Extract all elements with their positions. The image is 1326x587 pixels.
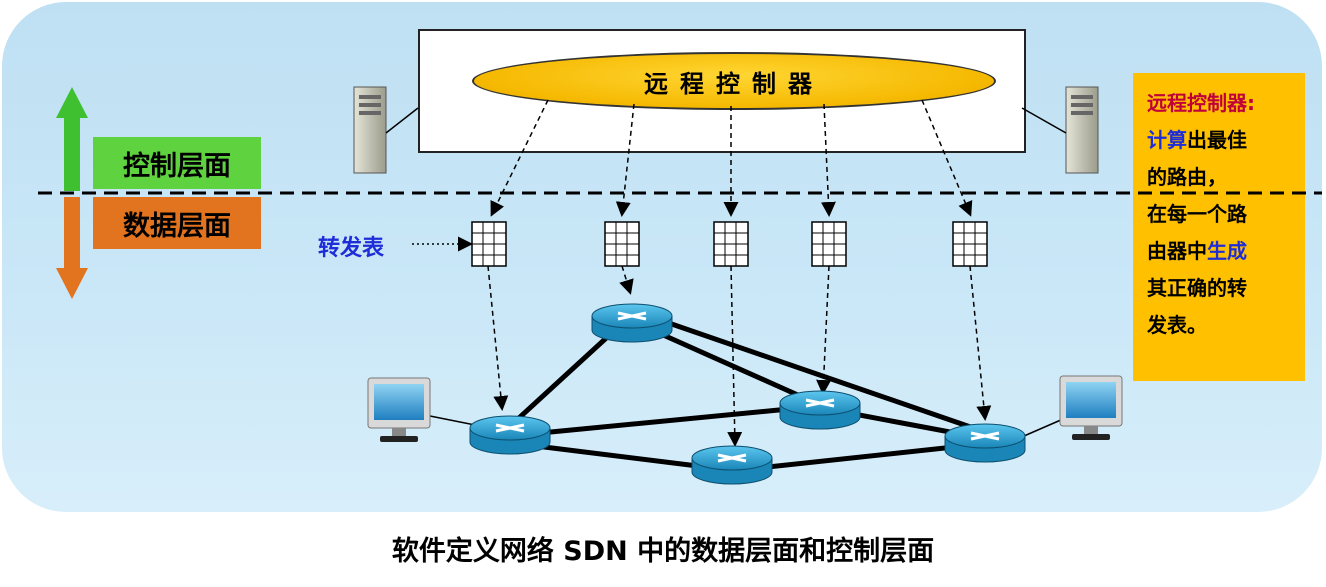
note-text-2: 出最佳 xyxy=(1187,128,1247,152)
server-link-right xyxy=(1021,107,1067,134)
server-icon xyxy=(1065,86,1099,174)
figure-caption: 软件定义网络 SDN 中的数据层面和控制层面 xyxy=(391,536,935,567)
server-icon xyxy=(353,86,387,174)
note-line-4: 在每一个路 xyxy=(1147,202,1247,226)
remote-controller: 远程控制器 xyxy=(472,52,996,110)
note-line-6: 其正确的转 xyxy=(1147,276,1247,300)
forwarding-table-icon xyxy=(713,221,749,267)
forwarding-table-icon xyxy=(811,221,847,267)
note-line-3: 的路由， xyxy=(1147,165,1227,189)
note-line-2: 计算出最佳 xyxy=(1147,122,1305,159)
control-flow-arrow xyxy=(921,99,973,217)
install-flow-arrow xyxy=(727,265,743,447)
router-icon xyxy=(591,303,673,343)
install-flow-arrow xyxy=(619,265,634,295)
note-line-7: 发表。 xyxy=(1147,313,1207,337)
control-plane-label: 控制层面 xyxy=(93,137,261,189)
control-flow-arrow xyxy=(490,99,549,217)
note-title: 远程控制器: xyxy=(1147,91,1255,115)
side-note: 远程控制器: 计算出最佳 的路由， 在每一个路 由器中生成 其正确的转 发表。 xyxy=(1133,73,1305,381)
control-flow-arrow xyxy=(820,103,836,217)
control-flow-arrow xyxy=(615,103,635,217)
monitor-icon xyxy=(367,377,431,442)
note-keyword-generate: 生成 xyxy=(1207,239,1247,263)
forwarding-table-icon xyxy=(471,221,507,267)
router-icon xyxy=(691,445,773,485)
remote-controller-label: 远程控制器 xyxy=(644,69,824,98)
down-arrow-icon xyxy=(56,197,88,299)
monitor-icon xyxy=(1059,375,1123,440)
server-link-left xyxy=(385,107,419,134)
install-flow-arrow xyxy=(969,265,992,421)
network-link xyxy=(657,317,988,435)
forwarding-table-icon xyxy=(952,221,988,267)
note-keyword-compute: 计算 xyxy=(1147,128,1187,152)
install-flow-arrow xyxy=(487,265,509,411)
network-link xyxy=(649,327,821,407)
up-arrow-icon xyxy=(56,87,88,191)
note-text-5: 由器中 xyxy=(1147,239,1207,263)
install-flow-arrow xyxy=(816,265,832,395)
network-link xyxy=(527,403,823,437)
forwarding-table-icon xyxy=(604,221,640,267)
network-link xyxy=(505,327,618,431)
router-icon xyxy=(779,390,861,430)
network-link xyxy=(737,441,985,473)
forwarding-table-label: 转发表 xyxy=(318,236,385,261)
data-plane-label: 数据层面 xyxy=(93,197,261,249)
note-line-5: 由器中生成 xyxy=(1147,233,1305,270)
router-icon xyxy=(469,415,551,455)
router-icon xyxy=(944,423,1026,463)
note-line-1: 远程控制器: xyxy=(1147,85,1305,122)
